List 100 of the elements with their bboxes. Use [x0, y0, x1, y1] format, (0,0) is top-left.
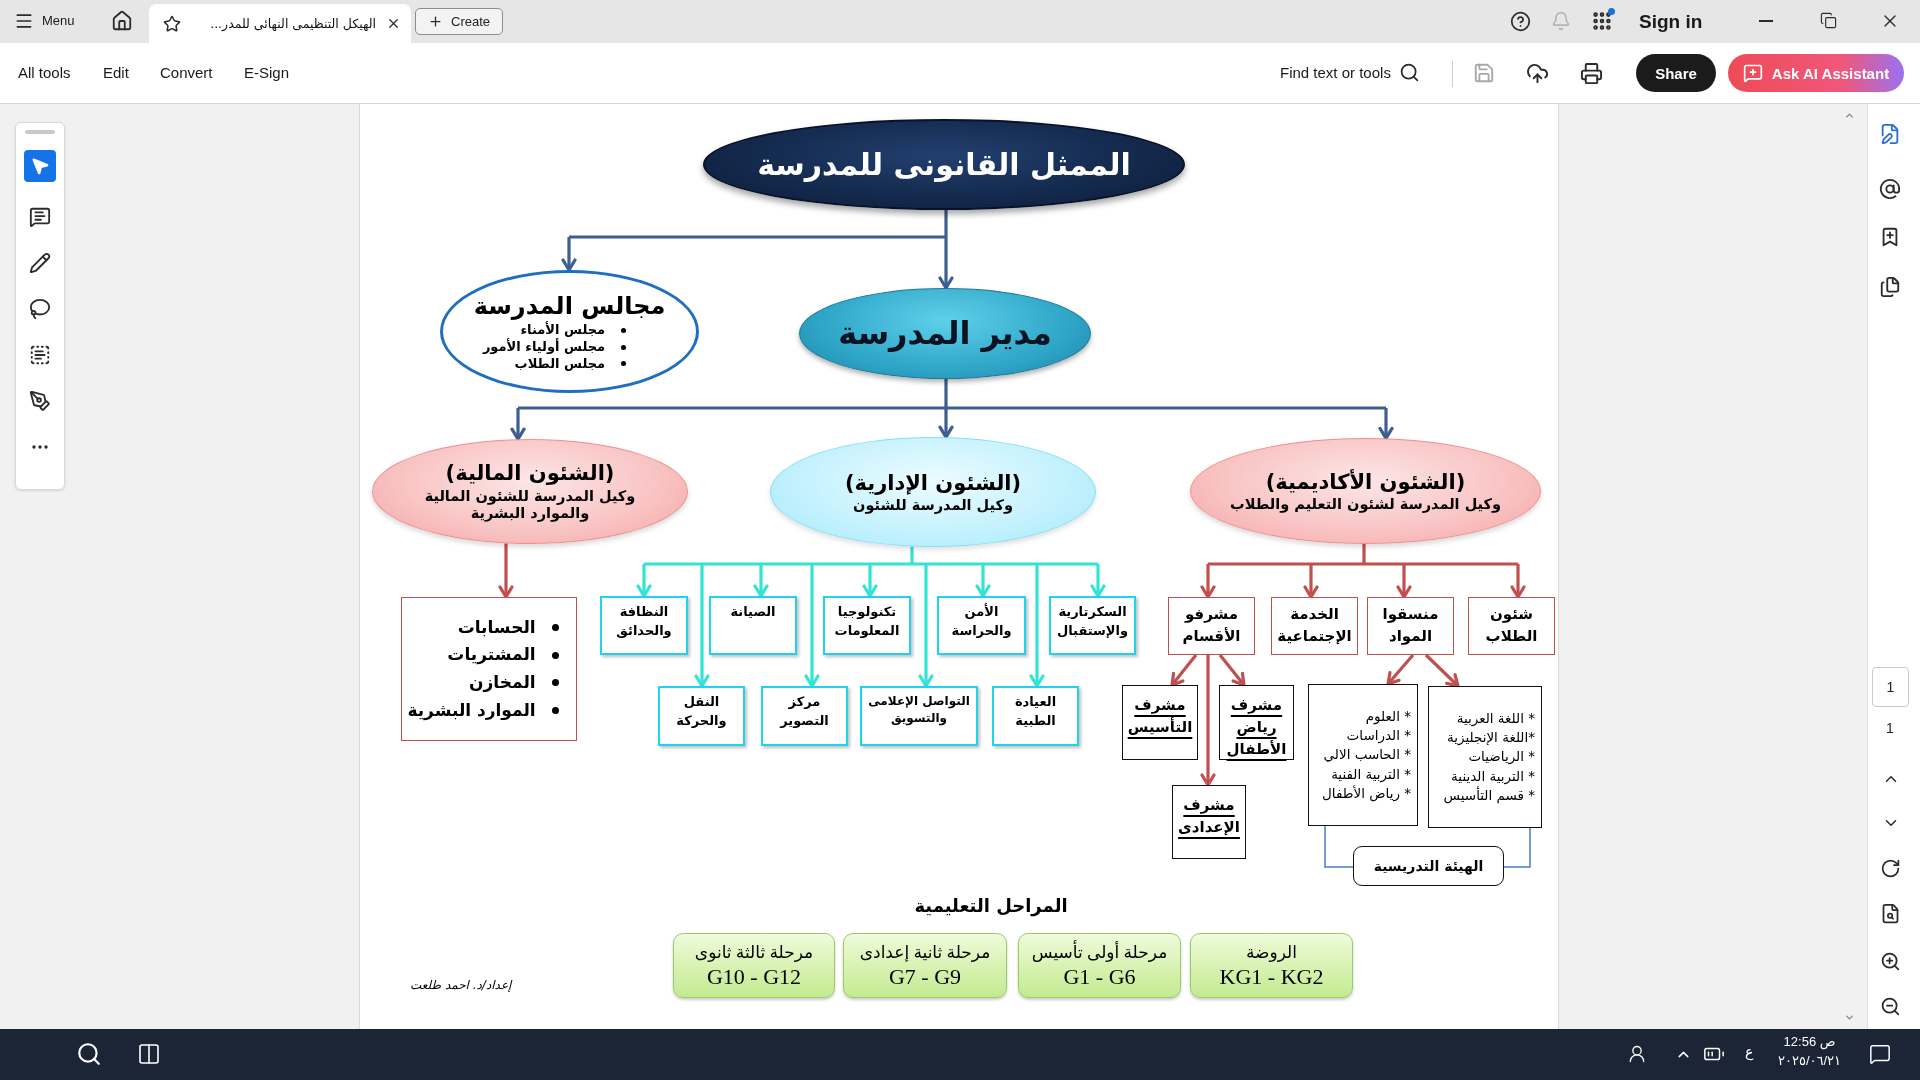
input-language: ع — [1745, 1044, 1754, 1061]
org-box — [1271, 597, 1358, 655]
node-title: (الشئون الإدارية) — [844, 469, 1022, 497]
list-item: * اللغة العربية — [1456, 709, 1535, 729]
menu-button: Menu — [14, 11, 75, 31]
signature-text: إعداد/د. احمد طلعت — [410, 978, 512, 992]
node-subtitle: وكيل المدرسة لشئون التعليم والطلاب — [1230, 495, 1501, 514]
list-box — [401, 597, 577, 741]
arrow — [694, 564, 710, 688]
org-box — [823, 596, 911, 655]
org-box — [937, 596, 1026, 655]
arrow — [1029, 564, 1045, 688]
menu-item: Convert — [160, 64, 213, 82]
node-text: الخدمة الإجتماعية — [1276, 604, 1353, 647]
node-text: مركز التصوير — [778, 693, 830, 730]
node-text: السكرتارية والإستقبال — [1055, 603, 1130, 640]
stage-name: مرحلة أولى تأسيس — [1031, 941, 1168, 964]
create-button: Create — [415, 8, 504, 35]
node-title: الممثل القانونى للمدرسة — [757, 146, 1131, 184]
list-box — [1308, 684, 1418, 826]
tab-title: الهيكل التنظيمى النهائى للمدر... — [209, 16, 376, 31]
stage-box — [843, 933, 1007, 998]
org-box — [992, 686, 1079, 746]
list-item: *اللغة الإنجليزية — [1446, 728, 1535, 748]
stage-name: الروضة — [1246, 941, 1298, 964]
grade-range: KG1 - KG2 — [1219, 963, 1324, 990]
node-text: النقل والحركة — [675, 693, 728, 730]
list-item: الموارد البشرية — [407, 698, 536, 723]
list-item: المشتريات — [447, 643, 536, 667]
list-item: * قسم التأسيس — [1443, 785, 1535, 805]
arrow — [1200, 564, 1216, 599]
list-item: مجلس الأمناء — [520, 321, 606, 338]
list-item: * التربية الفنية — [1331, 764, 1411, 784]
node-text: الصيانة — [730, 603, 776, 621]
node-title: (الشئون المالية) — [445, 460, 615, 488]
node-text: التواصل الإعلامى والتسويق — [867, 693, 971, 728]
node-text: مشرفو الأقسام — [1181, 604, 1242, 647]
node-text: النظافة والحدائق — [615, 603, 673, 640]
page-number-field: 1 — [1872, 667, 1909, 707]
list-item: * رياض الأطفال — [1322, 783, 1411, 803]
node-title: (الشئون الأكاديمية) — [1265, 468, 1466, 496]
arrow — [1200, 655, 1216, 787]
page-count: 1 — [1886, 720, 1894, 737]
org-box — [600, 596, 688, 655]
node-subtitle: وكيل المدرسة للشئون المالية والموارد البشرية — [423, 487, 637, 523]
menu-item: Edit — [103, 64, 129, 82]
connector-line — [1324, 825, 1354, 868]
arrow — [1386, 653, 1415, 686]
arrow — [938, 408, 954, 439]
connector-line — [1503, 827, 1531, 868]
arrow — [498, 543, 514, 599]
arrow — [918, 564, 934, 688]
connector-line — [516, 377, 1388, 410]
node-text: تكنولوجيا المعلومات — [833, 603, 901, 640]
node-title: مجالس المدرسة — [473, 290, 666, 321]
stage-box — [673, 933, 835, 998]
node-text: الهيئة التدريسية — [1373, 856, 1484, 876]
list-item: الحسابات — [457, 615, 536, 639]
org-box — [658, 686, 745, 746]
grade-range: G10 - G12 — [706, 963, 802, 990]
org-box — [761, 686, 848, 746]
arrow — [1303, 564, 1319, 599]
arrow — [804, 564, 820, 688]
org-box — [1172, 785, 1246, 859]
arrow — [1424, 653, 1460, 688]
arrow — [636, 564, 652, 598]
arrow — [510, 408, 526, 441]
list-item: * العلوم — [1365, 707, 1411, 727]
org-box — [1468, 597, 1555, 655]
org-box — [1367, 597, 1454, 655]
arrow — [1218, 654, 1246, 687]
list-item: المخازن — [469, 671, 536, 694]
node-text: مشرف التأسيس — [1126, 695, 1194, 738]
clock-date: ٢٠٢٥/٠٦/٢١ — [1778, 1052, 1842, 1069]
node-text: الأمن والحراسة — [950, 603, 1013, 640]
node-text: منسقوا المواد — [1381, 604, 1440, 647]
find-button: Find text or tools — [1280, 62, 1420, 83]
sign-in-button: Sign in — [1639, 11, 1703, 34]
grade-range: G1 - G6 — [1063, 963, 1136, 990]
arrow — [1090, 564, 1106, 598]
node-text: شئون الطلاب — [1484, 604, 1539, 647]
rounded-box — [1353, 846, 1504, 886]
stage-box — [1190, 933, 1353, 998]
list-item: * الدراسات — [1346, 726, 1411, 746]
list-item: * التربية الدينية — [1451, 766, 1535, 786]
org-box — [1219, 685, 1294, 760]
list-item: * الحاسب الالي — [1323, 745, 1411, 765]
share-button: Share — [1636, 54, 1716, 92]
arrow — [1396, 564, 1412, 599]
ai-assistant-button: Ask AI Assistant — [1728, 54, 1904, 92]
node-text: مشرف رياض الأطفال — [1225, 695, 1288, 760]
arrow — [753, 564, 769, 598]
section-heading: المراحل التعليمية — [913, 895, 1069, 916]
node-title: مدير المدرسة — [838, 312, 1052, 354]
org-box — [1122, 685, 1198, 760]
list-item: * الرياضيات — [1468, 747, 1535, 767]
arrow — [1510, 564, 1526, 599]
stage-name: مرحلة ثانية إعدادى — [859, 941, 991, 964]
arrow — [1378, 408, 1394, 440]
node-subtitle: وكيل المدرسة للشئون — [853, 496, 1013, 515]
